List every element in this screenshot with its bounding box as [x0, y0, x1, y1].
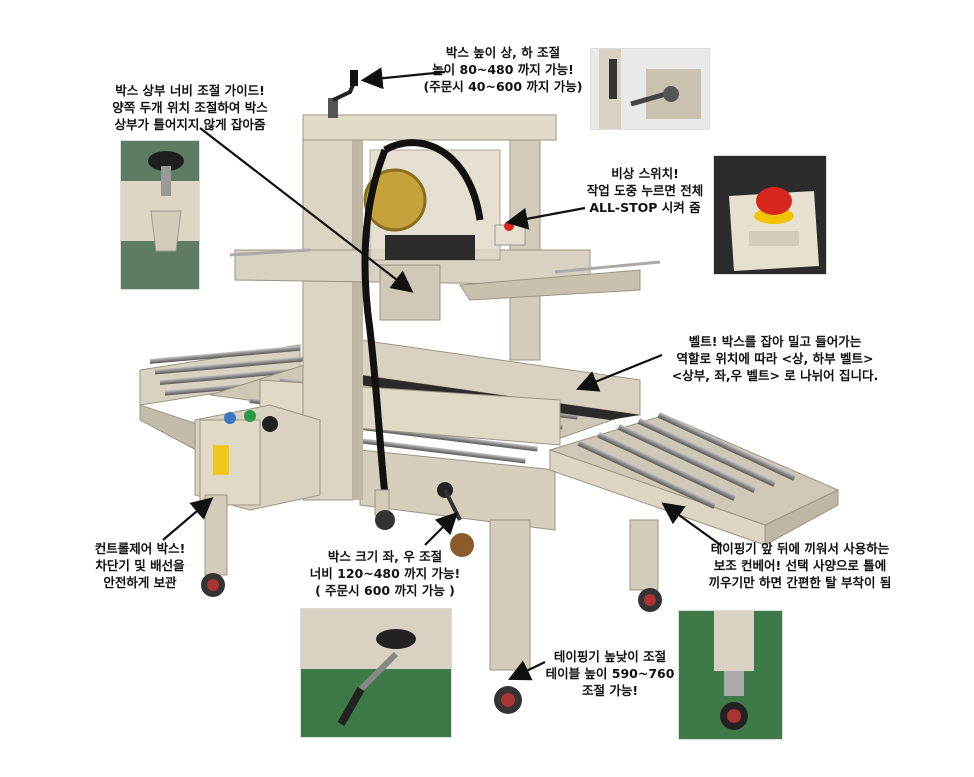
annotation-control-box: 컨트롤제어 박스! 차단기 및 배선을 안전하게 보관 — [94, 541, 186, 590]
annotation-top-guide: 박스 상부 너비 조절 가이드! 양쪽 두개 위치 조절하여 박스 상부가 틀어… — [112, 83, 268, 132]
power-cable — [361, 148, 389, 496]
annotation-width-adjust: 박스 크기 좌, 우 조절 너비 120~480 까지 가능! ( 주문시 60… — [309, 549, 461, 598]
inset-leg-caster-photo — [678, 610, 783, 740]
annotation-height-adjust: 박스 높이 상, 하 조절 높이 80~480 까지 가능! (주문시 40~6… — [423, 45, 583, 94]
caster-wheels — [201, 510, 662, 714]
annotation-aux-conveyor: 테이핑기 앞 뒤에 끼워서 사용하는 보조 컨베어! 선택 사양으로 틀에 끼우… — [708, 541, 892, 590]
callout-arrows — [162, 67, 723, 681]
inset-top-guide-photo — [120, 140, 200, 290]
annotation-emergency-switch: 비상 스위치! 작업 도중 누르면 전체 ALL-STOP 시켜 줌 — [586, 166, 704, 215]
control-box — [194, 404, 321, 511]
inset-width-crank-photo — [300, 608, 452, 738]
inset-emergency-switch-photo — [713, 155, 827, 275]
outfeed-conveyor — [548, 412, 840, 546]
inset-height-crank-photo — [590, 48, 710, 130]
legs — [204, 489, 659, 671]
annotation-belt: 벨트! 박스를 잡아 밀고 들어가는 역할로 위치에 따라 <상, 하부 벨트>… — [671, 334, 879, 383]
annotation-leg-height: 테이핑기 높낮이 조절 테이블 높이 590~760 조절 가능! — [545, 649, 675, 698]
infeed-conveyor — [139, 344, 309, 461]
